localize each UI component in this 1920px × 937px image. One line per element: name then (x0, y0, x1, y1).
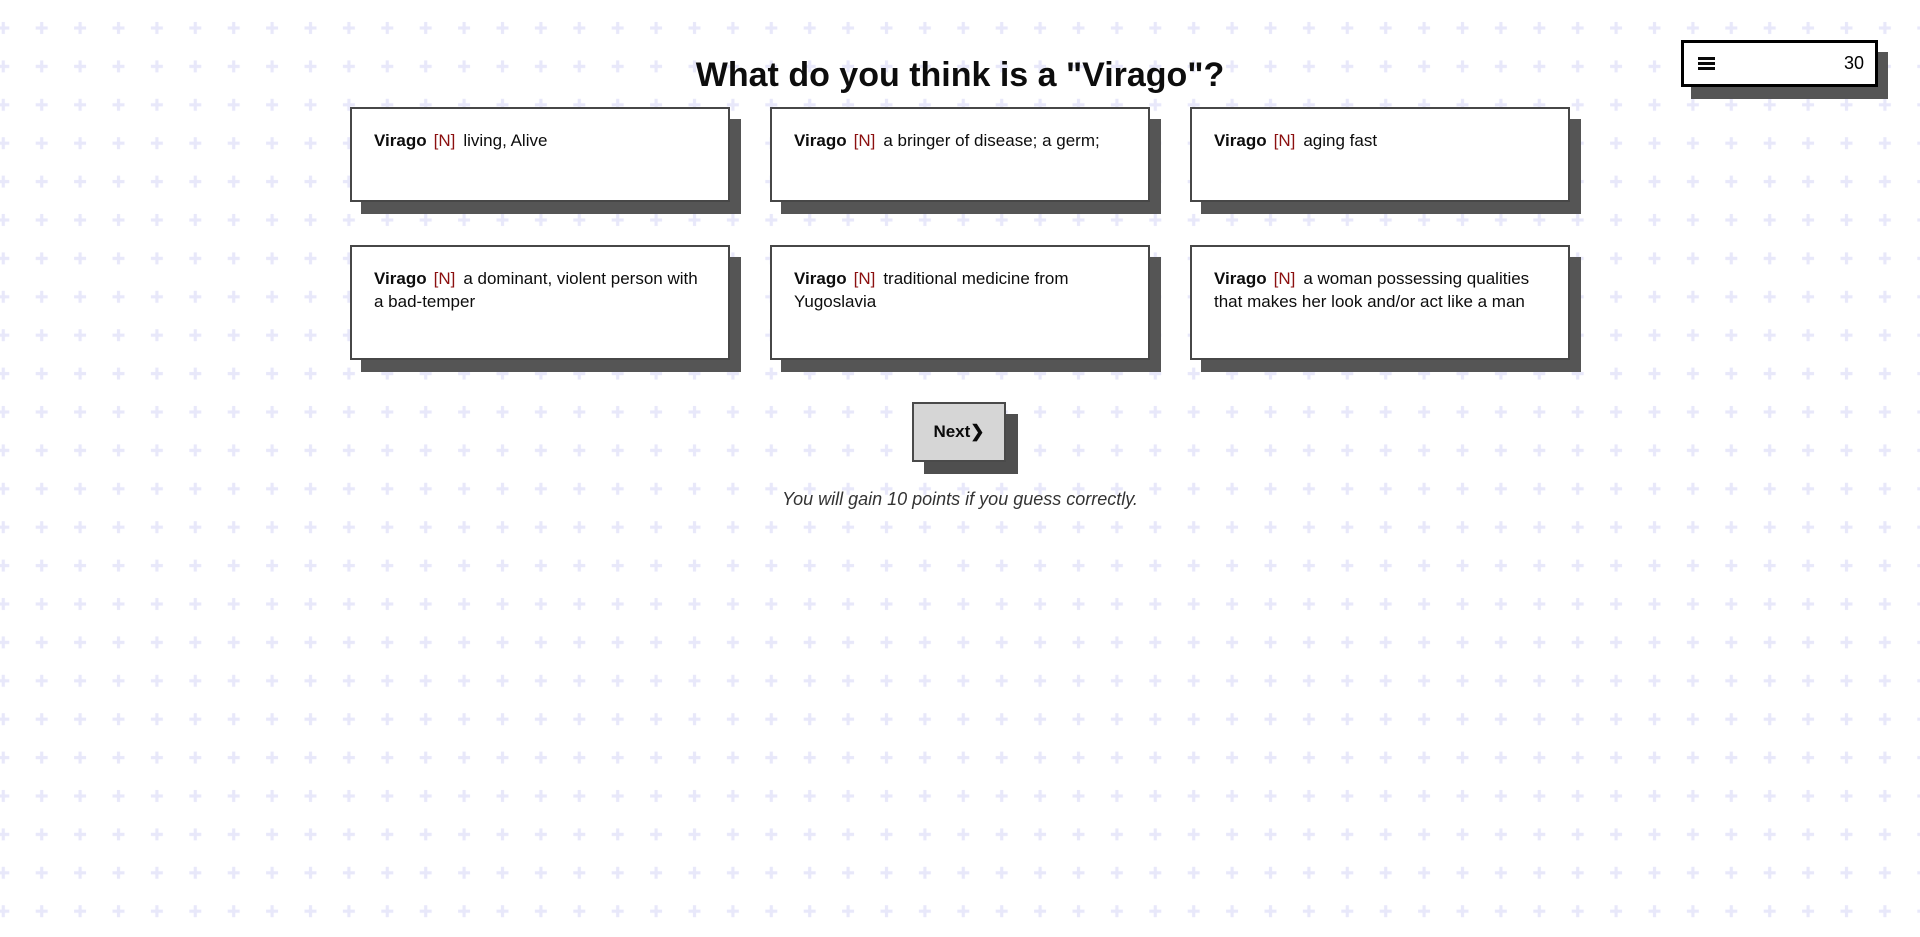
pos-tag: [N] (433, 269, 456, 288)
answer-option-1[interactable]: Virago [N] living, Alive (350, 107, 730, 202)
answer-option-3[interactable]: Virago [N] aging fast (1190, 107, 1570, 202)
answer-option-4[interactable]: Virago [N]a dominant, violent person with… (350, 245, 730, 360)
pos-tag: [N] (1273, 269, 1296, 288)
pos-tag: [N] (433, 131, 456, 150)
definition-text: a dominant, violent person with a bad-te… (374, 269, 698, 311)
pos-tag: [N] (853, 131, 876, 150)
definition-text: aging fast (1303, 131, 1378, 150)
pos-tag: [N] (1273, 131, 1296, 150)
quiz-word: Virago (374, 269, 427, 288)
answer-option-6[interactable]: Virago [N]a woman possessing qualities th… (1190, 245, 1570, 360)
hamburger-icon[interactable] (1698, 57, 1715, 70)
quiz-word: Virago (1214, 131, 1267, 150)
points-hint-text: You will gain 10 points if you guess cor… (782, 489, 1138, 509)
next-button[interactable]: Next❯ (912, 402, 1006, 462)
page-title: What do you think is a "Virago"? (695, 55, 1225, 94)
quiz-word: Virago (794, 269, 847, 288)
definition-text: a bringer of disease; a germ; (883, 131, 1100, 150)
pos-tag: [N] (853, 269, 876, 288)
menu-score-box[interactable]: 30 (1681, 40, 1878, 87)
quiz-word: Virago (1214, 269, 1267, 288)
answer-option-2[interactable]: Virago [N] a bringer of disease; a germ; (770, 107, 1150, 202)
quiz-word: Virago (374, 131, 427, 150)
definition-text: traditional medicine from Yugoslavia (794, 269, 1069, 311)
definition-text: living, Alive (463, 131, 548, 150)
definition-text: a woman possessing qualities that makes … (1214, 269, 1530, 311)
quiz-word: Virago (794, 131, 847, 150)
score-value: 30 (1843, 53, 1864, 73)
answer-option-5[interactable]: Virago [N]traditional medicine from Yugos… (770, 245, 1150, 360)
